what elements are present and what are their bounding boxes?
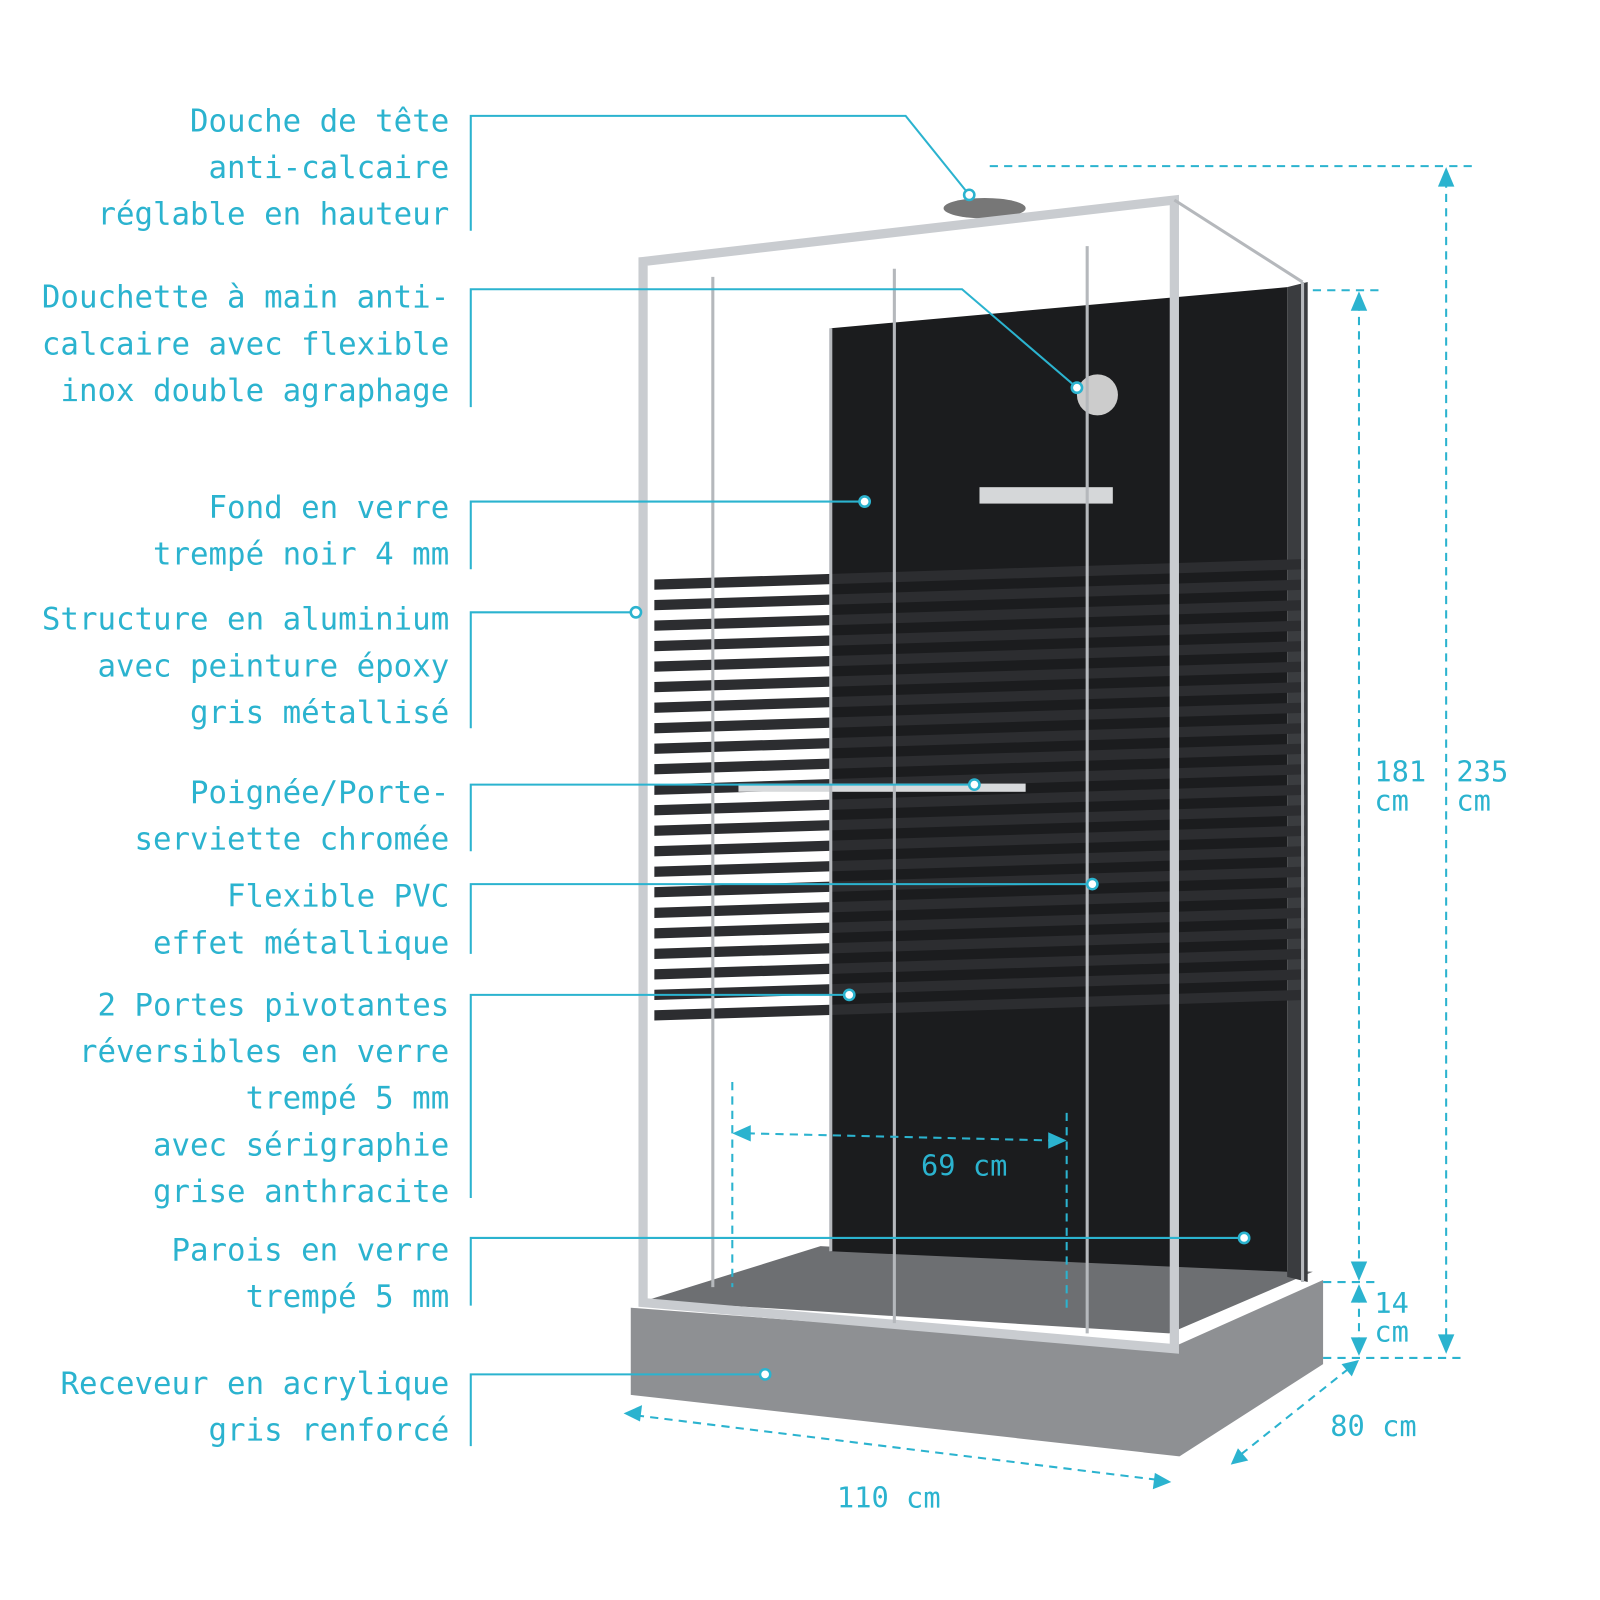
dim-14-value: 14 [1374,1286,1409,1320]
feature-label-line: Flexible PVC [227,879,449,915]
feature-labels: Douche de tête anti-calcaire réglable en h… [42,103,449,1448]
dim-14-unit: cm [1374,1315,1409,1349]
serigraphy-stripe [654,846,1305,877]
serigraphy-stripe [654,702,1305,734]
shower-cabin-illustration [630,194,1324,1457]
serigraphy-stripe [654,558,1305,590]
serigraphy-stripe [654,907,1305,939]
serigraphy-stripe [654,989,1305,1021]
hand-shower [1076,374,1118,416]
serigraphy-stripe [654,866,1305,898]
serigraphy-stripe [654,969,1305,1000]
serigraphy-stripe [654,825,1305,857]
head-shower [943,197,1026,219]
serigraphy-stripe [654,600,1305,631]
feature-label-line: 2 Portes pivotantes [97,987,449,1023]
towel-handle [738,783,1026,792]
feature-label-line: Receveur en acrylique [60,1366,449,1402]
serigraphy-stripe [654,579,1305,611]
dim-235-value: 235 [1456,755,1508,789]
shelf [979,487,1113,504]
serigraphy-stripe [654,723,1305,754]
feature-label-line: serviette chromée [134,822,449,858]
feature-label-line: inox double agraphage [60,373,449,409]
frame-top-side [1173,198,1304,284]
serigraphy-stripe [654,682,1305,713]
feature-label-line: calcaire avec flexible [42,326,449,362]
feature-label-line: grise anthracite [153,1174,449,1210]
feature-label-line: réglable en hauteur [97,197,449,233]
feature-label-line: avec sérigraphie [153,1127,449,1163]
shower-tray [630,1280,1324,1457]
serigraphy-stripe [654,743,1305,775]
dimension-labels: 181 cm 235 cm 14 cm 80 cm 110 cm 69 cm [837,755,1508,1515]
serigraphy-stripe [654,620,1305,652]
serigraphy-stripe [654,805,1305,836]
feature-label-line: Parois en verre [172,1233,450,1269]
feature-label-line: Fond en verre [209,490,450,526]
door-serigraphy-stripes [654,558,1305,1021]
dim-235-unit: cm [1456,783,1491,817]
serigraphy-stripe [654,641,1305,672]
leader-lines [469,114,1251,1447]
feature-label-line: trempé 5 mm [246,1081,450,1117]
feature-label-line: trempé noir 4 mm [153,537,449,573]
feature-label-line: Douchette à main anti- [42,280,449,316]
feature-label-line: trempé 5 mm [246,1279,450,1315]
feature-label-line: réversibles en verre [79,1034,449,1070]
feature-label-line: effet métallique [153,925,449,961]
side-panel [1287,282,1308,1283]
feature-label-line: Poignée/Porte- [190,775,449,811]
feature-label-line: avec peinture époxy [97,648,449,684]
serigraphy-stripe [654,928,1305,959]
aluminium-frame-front [638,194,1179,1354]
serigraphy-stripe [654,887,1305,918]
dim-181-unit: cm [1374,783,1409,817]
serigraphy-stripe [654,948,1305,980]
feature-label-line: Douche de tête [190,103,449,139]
tray-top [646,1246,1313,1334]
dim-width: 110 cm [837,1481,941,1515]
feature-label-line: gris métallisé [190,695,449,731]
feature-label-line: Structure en aluminium [42,602,449,638]
feature-label-line: anti-calcaire [209,150,450,186]
dimension-lines [623,165,1472,1490]
serigraphy-stripe [654,784,1305,816]
dim-door-opening: 69 cm [921,1148,1007,1182]
dim-depth: 80 cm [1330,1409,1416,1443]
dim-181-value: 181 [1374,755,1426,789]
serigraphy-stripe [654,661,1305,693]
feature-label-line: gris renforcé [209,1413,450,1449]
